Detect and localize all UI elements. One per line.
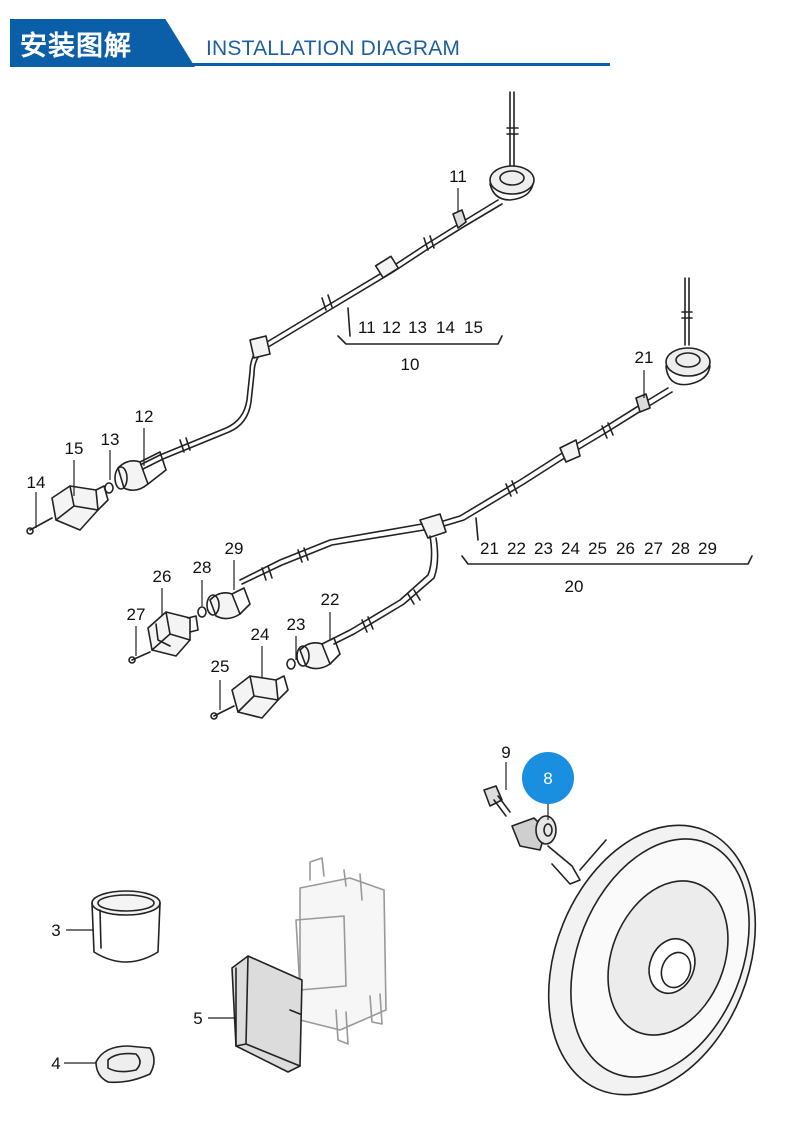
group-20-total: 20	[565, 577, 584, 596]
label-3: 3	[51, 921, 60, 940]
bracket-group-20	[461, 555, 753, 565]
group-20-num-6: 27	[644, 539, 663, 558]
label-11: 11	[449, 167, 467, 186]
label-8: 8	[543, 769, 552, 788]
label-15: 15	[65, 439, 84, 458]
group-10-num-0: 11	[358, 318, 376, 337]
label-28: 28	[193, 558, 212, 577]
highlight-circle-8	[522, 752, 574, 804]
group-20-num-7: 28	[671, 539, 690, 558]
label-26: 26	[153, 567, 172, 586]
page-subtitle: INSTALLATION DIAGRAM	[206, 37, 461, 60]
label-13: 13	[101, 430, 120, 449]
group-20-num-2: 23	[534, 539, 553, 558]
header-rule	[10, 63, 610, 66]
header-tab	[10, 19, 195, 67]
group-20-num-3: 24	[561, 539, 580, 558]
group-20-num-5: 26	[616, 539, 635, 558]
sensor-cable-20	[128, 277, 711, 720]
group-10-num-1: 12	[382, 318, 401, 337]
sleeve-3	[91, 890, 161, 963]
group-10-num-3: 14	[436, 318, 455, 337]
bolt-9	[483, 785, 511, 817]
label-23: 23	[287, 615, 306, 634]
group-10-total: 10	[401, 355, 420, 374]
label-29: 29	[225, 539, 244, 558]
label-12: 12	[135, 407, 154, 426]
control-module-5	[231, 955, 303, 1073]
sensor-cable-10	[26, 91, 535, 535]
bracket-group-10	[337, 335, 503, 345]
label-25: 25	[211, 657, 230, 676]
label-4: 4	[51, 1054, 60, 1073]
group-20-num-1: 22	[507, 539, 526, 558]
hydraulic-unit	[295, 857, 387, 1045]
group-10-num-2: 13	[408, 318, 427, 337]
group-10-num-4: 15	[464, 318, 483, 337]
grommet-4	[95, 1045, 155, 1084]
group-20-num-4: 25	[588, 539, 607, 558]
label-27: 27	[127, 605, 146, 624]
label-22: 22	[321, 590, 340, 609]
label-9: 9	[501, 743, 510, 762]
label-24: 24	[251, 625, 270, 644]
label-21: 21	[635, 348, 654, 367]
brake-disc	[547, 824, 757, 1096]
page-header: 安装图解 INSTALLATION DIAGRAM	[0, 0, 790, 70]
group-20-num-0: 21	[480, 539, 499, 558]
page-title: 安装图解	[20, 31, 132, 62]
group-20-num-8: 29	[698, 539, 717, 558]
speed-sensor-8	[511, 815, 581, 885]
label-14: 14	[27, 473, 46, 492]
label-5: 5	[193, 1009, 202, 1028]
